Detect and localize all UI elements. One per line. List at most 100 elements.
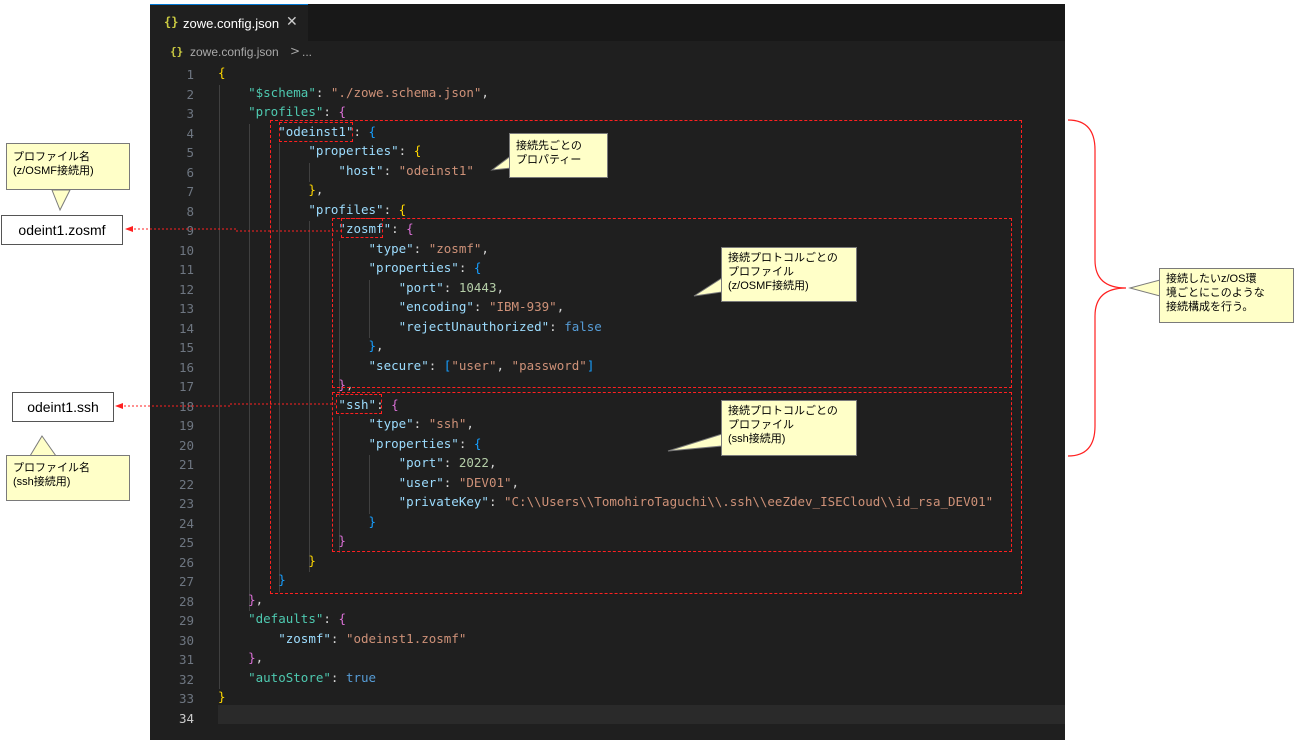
line-number: 6 — [186, 164, 194, 180]
json-file-icon: {} — [170, 45, 184, 58]
code-token: "autoStore" — [248, 669, 331, 685]
code-line: "$schema": "./zowe.schema.json", — [218, 85, 489, 104]
code-token: } — [248, 650, 256, 665]
code-token: "DEV01" — [458, 474, 512, 490]
code-token: : — [383, 201, 399, 217]
code-line: } — [218, 513, 377, 533]
code-token: : — [398, 143, 414, 158]
code-token: : — [488, 494, 504, 509]
code-token: } — [308, 552, 316, 568]
code-token: , — [315, 182, 324, 197]
connection-properties-note: 接続先ごとの プロパティー — [509, 133, 608, 178]
code-token: "ssh" — [338, 396, 377, 412]
code-token: "IBM-939" — [488, 299, 557, 314]
code-token: ] — [586, 357, 595, 373]
profile-name-ssh-note: プロファイル名 (ssh接続用) — [6, 455, 130, 501]
code-token: { — [368, 123, 377, 139]
line-number: 23 — [178, 496, 194, 511]
line-number: 25 — [178, 535, 194, 550]
zosmf-protocol-note: 接続プロトコルごとの プロファイル (z/OSMF接続用) — [721, 247, 857, 302]
line-number: 21 — [178, 457, 194, 472]
line-number: 18 — [178, 398, 194, 414]
tab-zowe-config[interactable]: {} zowe.config.json ✕ — [150, 4, 308, 41]
line-number: 15 — [178, 340, 194, 355]
callout-tail-profile-ssh — [29, 435, 57, 457]
current-line-highlight — [218, 705, 1065, 724]
breadcrumb-file[interactable]: zowe.config.json — [190, 45, 279, 59]
code-line: "properties": { — [218, 436, 482, 455]
code-token: : — [413, 416, 429, 431]
zosmf-arrowhead — [125, 226, 133, 232]
code-token: , — [481, 240, 489, 256]
code-token: false — [564, 318, 602, 334]
line-number: 17 — [178, 379, 194, 394]
code-token: { — [413, 143, 422, 158]
line-number: 28 — [178, 593, 194, 609]
code-token: , — [556, 299, 565, 314]
code-token: { — [338, 611, 346, 626]
code-token: } — [308, 182, 316, 197]
code-token: : — [315, 84, 331, 100]
code-token: , — [466, 416, 474, 431]
close-icon[interactable]: ✕ — [286, 14, 298, 30]
code-line: "secure": ["user", "password"] — [218, 357, 595, 377]
code-token: { — [406, 221, 414, 236]
line-number: 8 — [186, 203, 194, 219]
code-token: "ssh" — [428, 416, 467, 431]
odeinst1-profile-region — [270, 120, 1022, 594]
line-number: 12 — [178, 281, 194, 297]
line-number: 24 — [178, 515, 194, 531]
indent-guide — [339, 240, 340, 397]
code-token — [218, 611, 248, 626]
zosmf-profile-label: odeint1.zosmf — [1, 215, 123, 245]
code-line: { — [218, 65, 226, 84]
code-line: "profiles": { — [218, 104, 346, 123]
line-number: 3 — [186, 106, 194, 121]
code-line: } — [218, 533, 346, 552]
code-token: "zosmf" — [338, 221, 392, 236]
code-line: "profiles": { — [218, 202, 406, 221]
tab-title: zowe.config.json — [183, 16, 280, 31]
code-line: "autoStore": true — [218, 670, 376, 689]
code-token: , — [376, 338, 384, 353]
code-line: "port": 10443, — [218, 280, 504, 299]
line-number: 5 — [186, 145, 194, 160]
indent-guide — [309, 162, 310, 182]
ssh-arrowhead — [115, 403, 123, 409]
line-number: 31 — [178, 652, 194, 667]
code-token: } — [368, 513, 377, 529]
line-number: 32 — [178, 671, 194, 687]
callout-tail-profile-zosmf — [51, 189, 71, 212]
line-number: 34 — [178, 710, 194, 726]
environment-note: 接続したいz/OS環 境ごとにこのような 接続構成を行う。 — [1159, 268, 1294, 323]
code-token: "port" — [398, 455, 444, 470]
code-line: }, — [218, 182, 323, 201]
code-token: , — [511, 474, 520, 490]
code-editor[interactable]: {} zowe.config.json ✕ {} zowe.config.jso… — [150, 4, 1065, 740]
code-token: "encoding" — [398, 299, 474, 314]
breadcrumb-more[interactable]: ... — [302, 45, 313, 59]
breadcrumb: {} zowe.config.json > ... — [150, 41, 1065, 63]
code-token: , — [255, 650, 264, 665]
json-file-icon: {} — [164, 15, 179, 29]
code-token: "odeinst1" — [398, 162, 474, 178]
code-token: : — [323, 104, 339, 119]
code-token: : — [443, 279, 459, 295]
indent-guide — [369, 455, 370, 514]
code-token: : — [413, 240, 429, 256]
ssh-key-highlight — [336, 394, 382, 414]
code-token: "odeinst1" — [278, 123, 354, 139]
code-token: : — [383, 162, 399, 178]
code-token: "properties" — [368, 260, 459, 275]
code-token: : — [443, 474, 459, 490]
code-token: "./zowe.schema.json" — [330, 84, 482, 100]
code-token — [218, 592, 248, 607]
code-line: "odeinst1": { — [218, 124, 376, 143]
line-number: 27 — [178, 574, 194, 589]
code-token: "C:\\Users\\TomohiroTaguchi\\.ssh\\eeZde… — [504, 494, 994, 509]
code-token: "user" — [398, 474, 444, 490]
line-number: 29 — [178, 613, 194, 628]
code-token: "rejectUnauthorized" — [398, 318, 550, 334]
code-token: "type" — [368, 416, 414, 431]
code-line: } — [218, 553, 316, 572]
